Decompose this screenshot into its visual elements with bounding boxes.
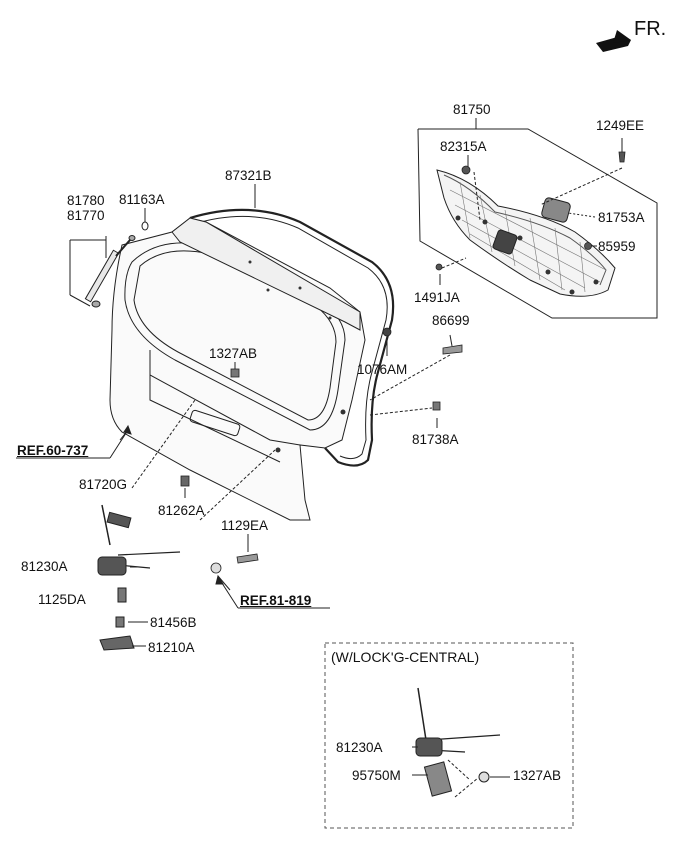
trim-panel-assembly [417, 118, 658, 319]
label-1327AB-box: 1327AB [513, 768, 562, 783]
tailgate-panel [109, 184, 453, 521]
front-direction-arrow-icon [596, 30, 631, 52]
label-86699: 86699 [432, 313, 470, 328]
label-1491JA: 1491JA [414, 290, 460, 305]
label-81210A: 81210A [148, 640, 195, 655]
label-85959: 85959 [598, 239, 636, 254]
central-locking-box [324, 642, 574, 829]
label-1129EA: 1129EA [221, 518, 269, 533]
label-81750: 81750 [453, 102, 491, 117]
reference-leaders [16, 424, 330, 609]
gas-strut-parts [69, 208, 149, 308]
label-81753A: 81753A [598, 210, 645, 225]
label-1327AB-top: 1327AB [209, 346, 258, 361]
label-81738A: 81738A [412, 432, 459, 447]
label-1076AM: 1076AM [357, 362, 408, 377]
label-87321B: 87321B [225, 168, 272, 183]
label-81230A-box: 81230A [336, 740, 383, 755]
reference-60-737[interactable]: REF.60-737 [17, 443, 89, 458]
label-81262A: 81262A [158, 503, 205, 518]
label-81456B: 81456B [150, 615, 197, 630]
front-direction-label: FR. [634, 18, 667, 40]
latch-assembly [97, 399, 276, 651]
label-95750M: 95750M [352, 768, 401, 783]
label-81163A: 81163A [119, 192, 165, 207]
label-81770: 81770 [67, 208, 105, 223]
reference-81-819[interactable]: REF.81-819 [240, 593, 312, 608]
label-81230A: 81230A [21, 559, 68, 574]
tailgate-hardware [180, 327, 463, 574]
label-81780: 81780 [67, 193, 105, 208]
label-1125DA: 1125DA [38, 592, 86, 607]
label-81720G: 81720G [79, 477, 128, 492]
trim-fasteners [435, 151, 626, 271]
central-locking-box-title: (W/LOCK'G-CENTRAL) [331, 649, 480, 665]
label-1249EE: 1249EE [596, 118, 645, 133]
label-82315A: 82315A [440, 139, 487, 154]
